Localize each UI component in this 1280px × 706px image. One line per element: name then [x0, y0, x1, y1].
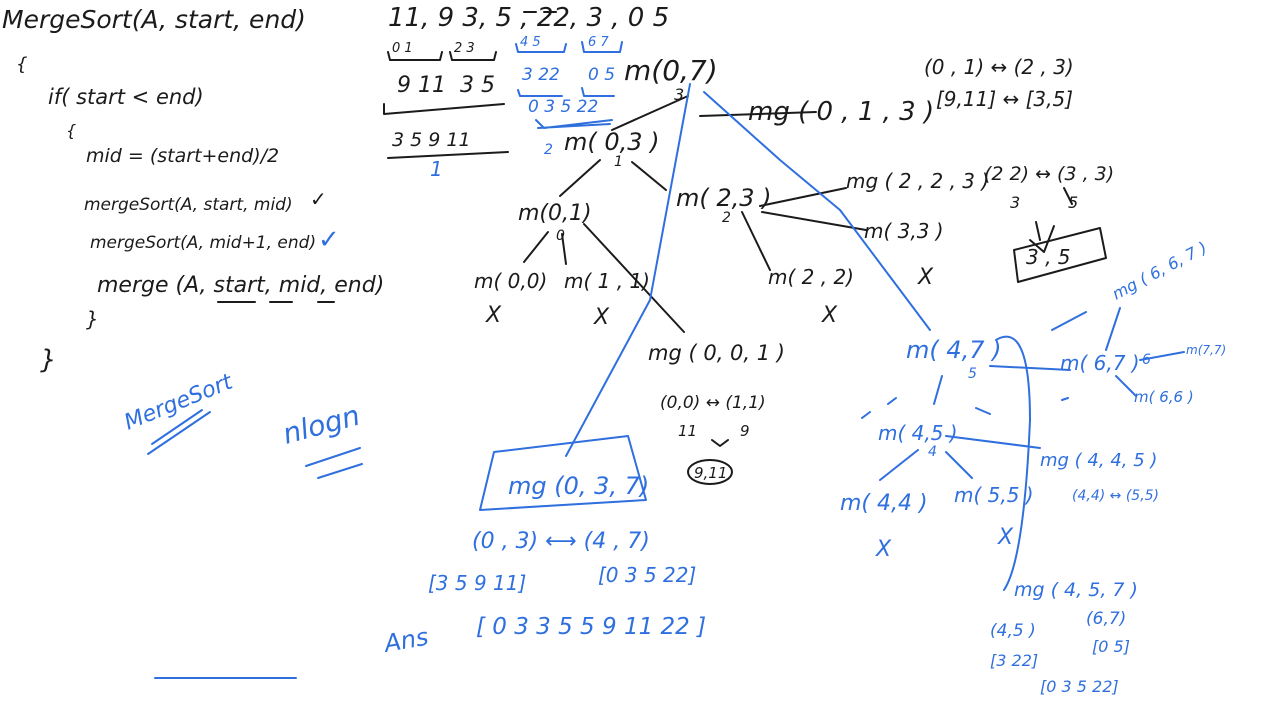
node-m-4-7: m( 4,7 ) — [906, 336, 1002, 364]
array-top-blue-block: 4 5 6 7 3 22 0 5 0 3 5 22 1 — [430, 35, 615, 181]
array-index-2-3: 2 3 — [454, 41, 475, 56]
recursion-tree-black: m(0,7) 3 mg ( 0 , 1 , 3 ) (0 , 1) ↔ (2 ,… — [474, 54, 1114, 482]
node-m-0-0: m( 0,0) — [474, 269, 547, 293]
node-mg-0-0-1: mg ( 0, 0, 1 ) — [648, 341, 785, 365]
pair-01-23: (0 , 1) ↔ (2 , 3) — [924, 55, 1074, 79]
value-5: 5 — [1068, 193, 1078, 212]
node-m-4-7-mid: 5 — [968, 366, 977, 382]
node-m-3-3: m( 3,3 ) — [864, 219, 944, 243]
leaf-x-2: X — [821, 303, 838, 328]
leaf-x-1: X — [593, 305, 610, 330]
node-m-6-7: m( 6,7 ) — [1060, 351, 1140, 375]
node-m-0-7: m(0,7) — [624, 54, 718, 87]
node-m-4-5-mid: 4 — [928, 444, 937, 460]
node-m-2-2: m( 2 , 2) — [768, 265, 854, 289]
pair-44-55: (4,4) ↔ (5,5) — [1072, 488, 1159, 504]
leaf-x-5: X — [997, 525, 1014, 550]
result-3-5: 3 , 5 — [1026, 245, 1071, 269]
value-11: 11 — [678, 422, 697, 440]
tree-edges-blue — [565, 83, 931, 457]
tree-edges-blue-right — [861, 307, 1185, 591]
answer-array: [ 0 3 3 5 5 9 11 22 ] — [476, 614, 706, 640]
node-mg-4-5-7: mg ( 4, 5, 7 ) — [1014, 579, 1138, 601]
row4: 1 — [430, 157, 443, 181]
node-m-7-7: m(7,7) — [1186, 343, 1226, 357]
node-mg-4-4-5: mg ( 4, 4, 5 ) — [1040, 450, 1157, 471]
inner-open-brace: { — [66, 121, 76, 140]
check-mark-right: ✓ — [318, 225, 340, 255]
node-m-0-3-prefix: 2 — [544, 142, 553, 158]
check-mark-left: ✓ — [310, 187, 327, 211]
mg-0-3-7-box — [479, 435, 647, 511]
pair-6-7: (6,7) — [1086, 609, 1126, 629]
array-top-block: 11, 9 3, 5 , 22, 3 , 0 5 0 1 2 3 9 11 3 … — [388, 3, 669, 151]
if-line: if( start < end) — [48, 85, 204, 109]
row2-a: 9 11 — [397, 73, 446, 98]
node-m-0-7-mid: 3 — [674, 85, 684, 104]
result-9-11: 9,11 — [694, 464, 727, 482]
result-3-5-box — [1013, 227, 1107, 283]
row2-b: 3 5 — [460, 73, 495, 98]
right-array: [0 3 5 22] — [598, 563, 696, 587]
pair-4-5: (4,5 ) — [990, 621, 1036, 641]
call-merge: merge (A, start, mid, end) — [97, 273, 384, 298]
row2-c: 3 22 — [522, 65, 560, 85]
complexity-underline — [305, 447, 363, 479]
call-right: mergeSort(A, mid+1, end) — [90, 233, 316, 253]
array-index-6-7: 6 7 — [588, 35, 609, 50]
pseudocode-block: MergeSort(A, start, end) { if( start < e… — [2, 5, 384, 375]
close-brace: } — [40, 345, 57, 375]
array-0-3-5-22: [0 3 5 22] — [1040, 677, 1119, 696]
pair-22-33: (2 2) ↔ (3 , 3) — [984, 163, 1114, 185]
left-array: [3 5 9 11] — [428, 571, 526, 595]
call-left: mergeSort(A, start, mid) — [84, 195, 293, 215]
node-m-5-5: m( 5,5 ) — [954, 483, 1034, 507]
node-m-4-4: m( 4,4 ) — [840, 491, 928, 516]
inner-close-brace: } — [86, 307, 99, 331]
tree-edges-black — [523, 95, 1073, 447]
row3-a: 3 5 9 11 — [392, 129, 471, 151]
leaf-x-0: X — [485, 303, 502, 328]
row2-d: 0 5 — [588, 65, 615, 85]
node-m-0-1: m(0,1) — [518, 201, 592, 226]
node-m-6-6: m( 6,6 ) — [1134, 388, 1194, 406]
array-values: 11, 9 3, 5 , 22, 3 , 0 5 — [388, 3, 669, 33]
array-index-0-1: 0 1 — [392, 41, 413, 56]
array-0-5: [0 5] — [1092, 637, 1130, 656]
leaf-x-3: X — [917, 265, 934, 290]
node-m-0-3: m( 0,3 ) — [564, 128, 660, 156]
mid-line: mid = (start+end)/2 — [86, 145, 279, 167]
answer-label: Ans — [380, 623, 430, 659]
node-m-6-7-mid: 6 — [1142, 352, 1151, 368]
recursion-tree-blue: mg (0, 3, 7) (0 , 3) ⟷ (4 , 7) [3 5 9 11… — [380, 238, 1226, 696]
array-brackets-blue — [515, 41, 623, 129]
node-mg-0-1-3: mg ( 0 , 1 , 3 ) — [748, 97, 934, 127]
row3-b: 0 3 5 22 — [528, 97, 598, 117]
array-index-4-5: 4 5 — [520, 35, 541, 50]
value-3: 3 — [1010, 193, 1020, 212]
node-m-2-3-mid: 2 — [722, 210, 731, 226]
pair-911-35: [9,11] ↔ [3,5] — [936, 87, 1073, 111]
complexity-note: nlogn — [279, 399, 363, 451]
result-arrow-3-5 — [1029, 225, 1055, 253]
array-brackets-black — [383, 51, 509, 159]
node-m-2-3: m( 2,3 ) — [676, 184, 772, 212]
result-9-11-circle — [687, 459, 733, 485]
node-mg-0-3-7: mg (0, 3, 7) — [508, 472, 649, 500]
array-3-22: [3 22] — [990, 651, 1038, 670]
node-m-0-3-mid: 1 — [614, 154, 623, 170]
value-9: 9 — [740, 422, 750, 440]
node-m-4-5: m( 4,5 ) — [878, 421, 958, 445]
signature-text: MergeSort(A, start, end) — [2, 5, 306, 34]
open-brace: { — [16, 54, 27, 75]
pair-00-11: (0,0) ↔ (1,1) — [660, 393, 766, 413]
node-mg-6-6-7: mg ( 6, 6, 7 ) — [1109, 238, 1210, 304]
mergesort-note-underline — [147, 409, 211, 455]
node-mg-2-2-3: mg ( 2 , 2 , 3 ) — [846, 169, 989, 193]
pair-03-47: (0 , 3) ⟷ (4 , 7) — [472, 529, 650, 554]
leaf-x-4: X — [875, 537, 892, 562]
node-m-0-1-mid: 0 — [556, 228, 565, 244]
